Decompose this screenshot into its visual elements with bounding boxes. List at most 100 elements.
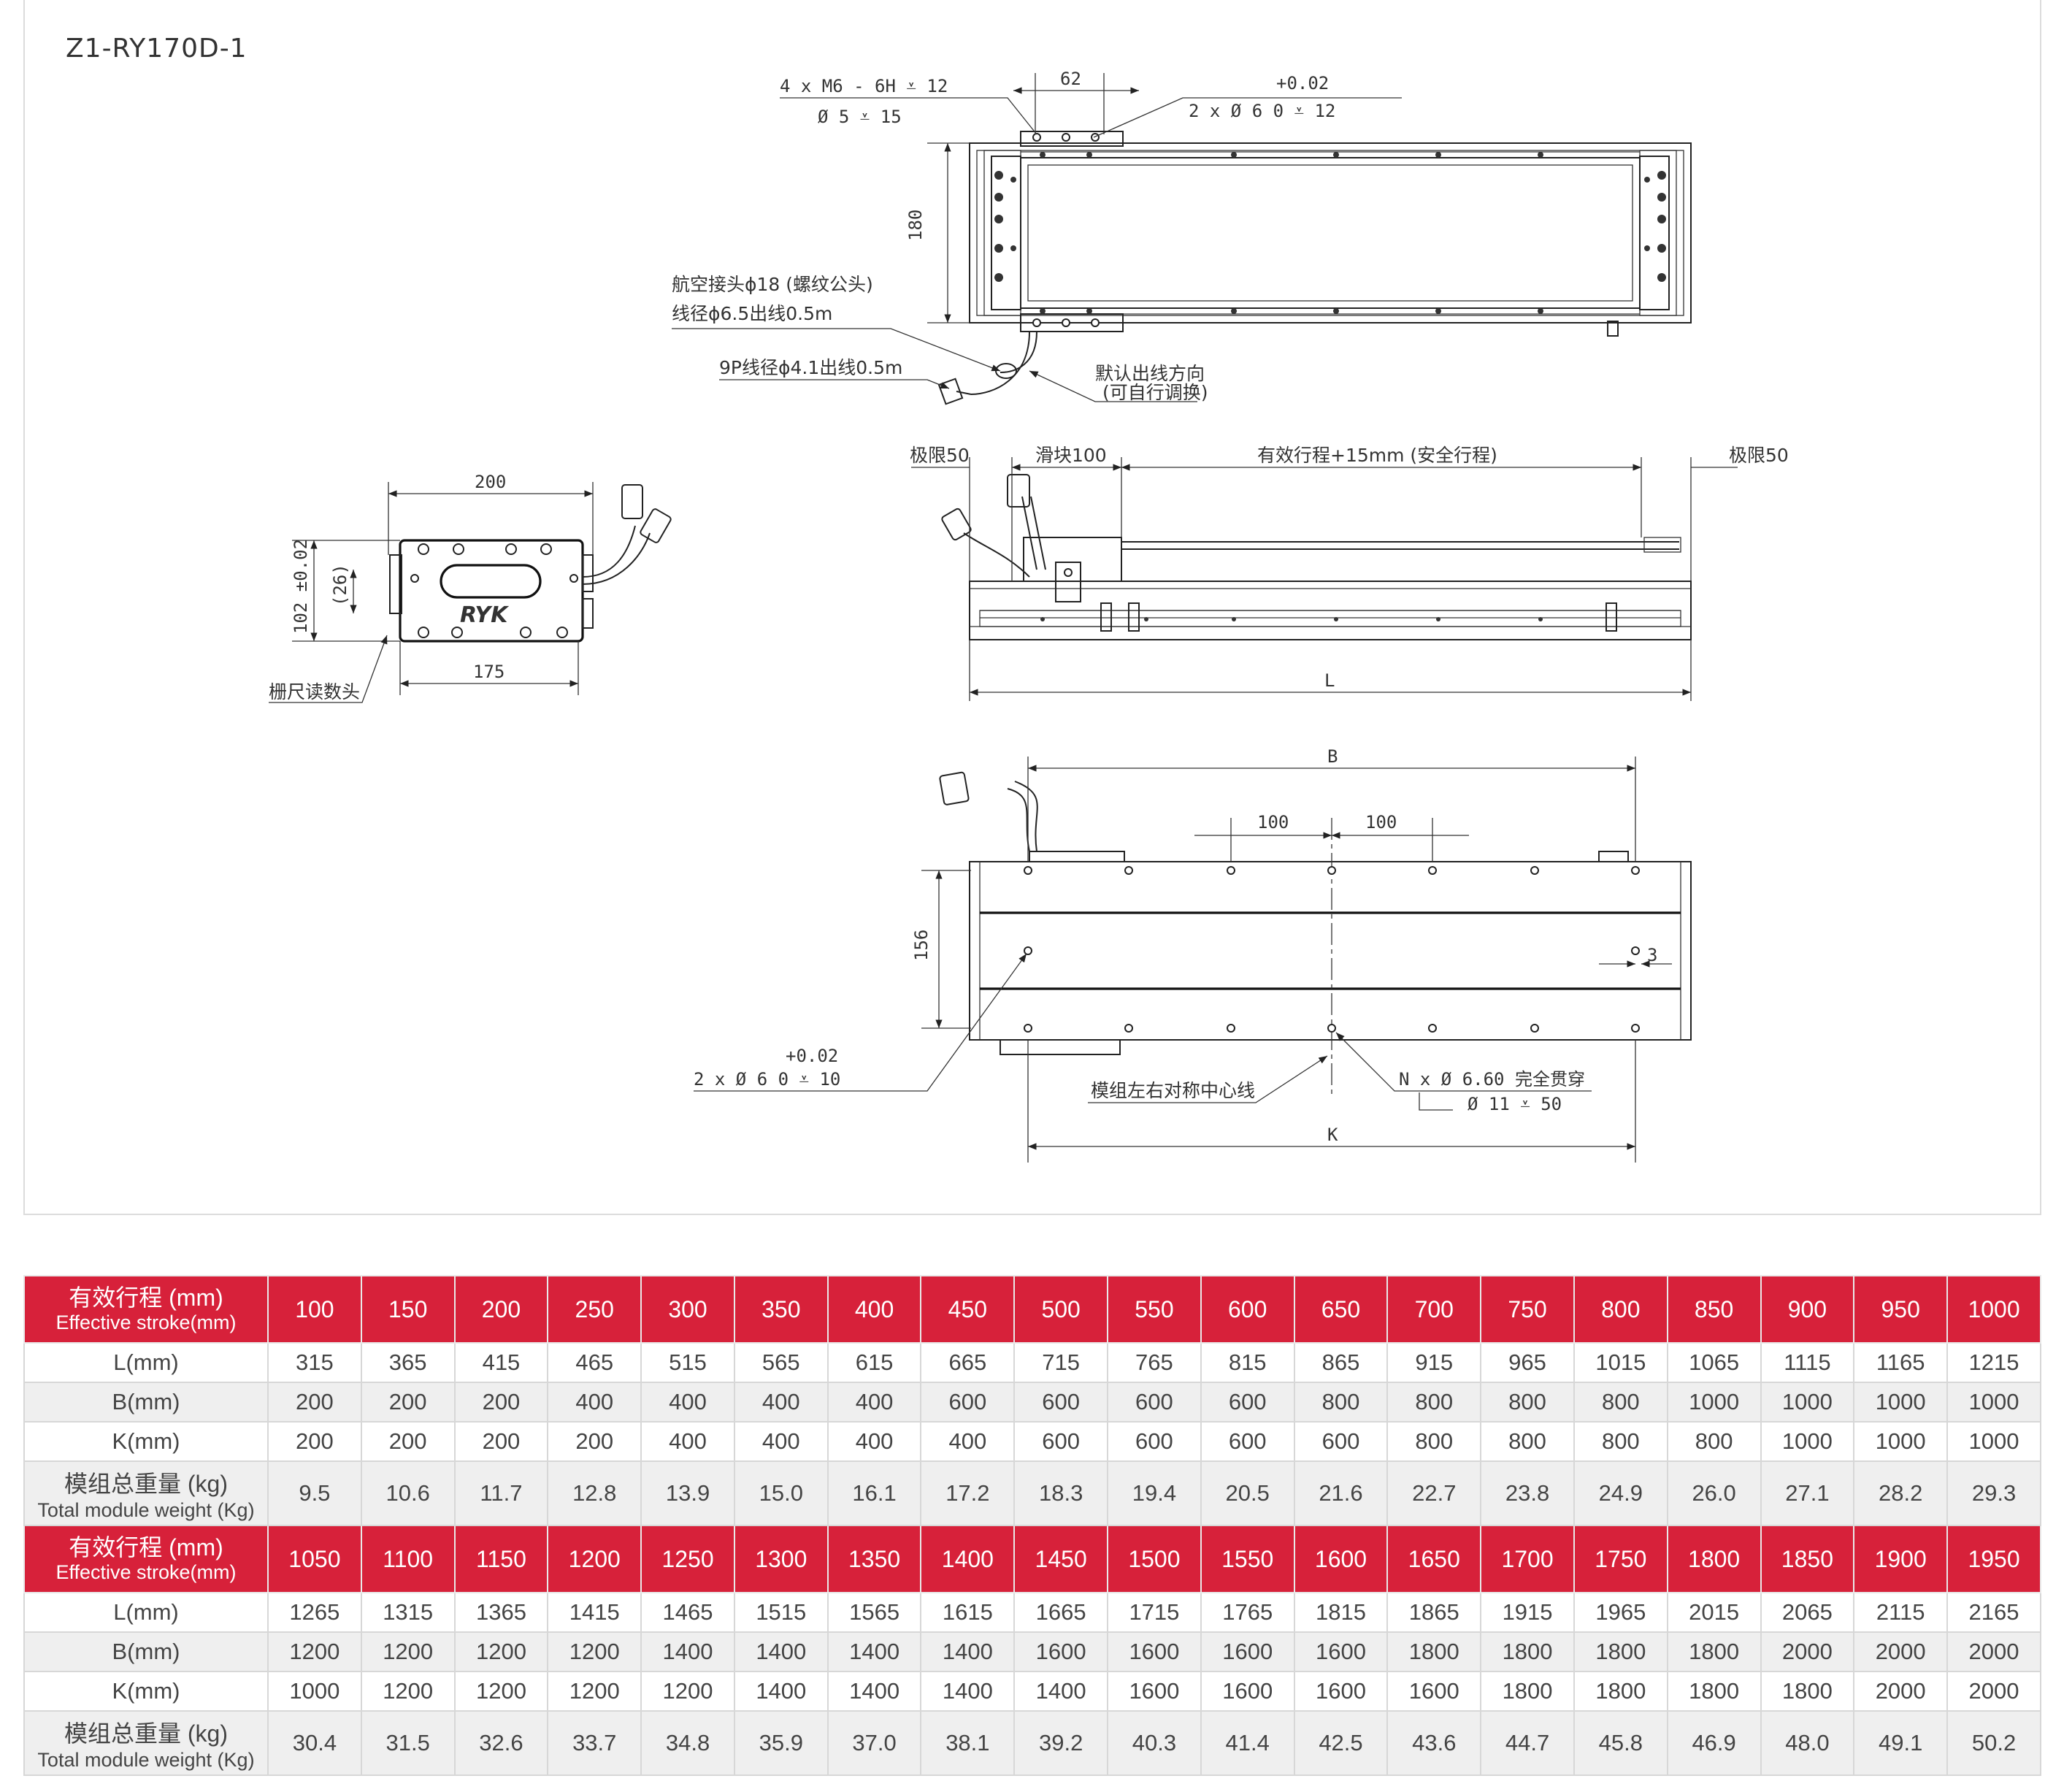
dim-100-right: 100: [1365, 812, 1397, 832]
table-cell: 1350: [826, 1525, 922, 1593]
table-cell: 37.0: [826, 1710, 922, 1776]
table-cell: 565: [733, 1342, 829, 1383]
b-row-label: B(mm): [23, 1631, 269, 1672]
table-cell: 16.1: [826, 1460, 922, 1526]
table-cell: 1815: [1293, 1592, 1389, 1633]
table-cell: 200: [453, 1382, 549, 1423]
table-cell: 350: [733, 1275, 829, 1344]
table-cell: 11.7: [453, 1460, 549, 1526]
table-cell: 600: [1200, 1275, 1295, 1344]
l-row-label: L(mm): [23, 1342, 269, 1383]
table-cell: 1000: [1946, 1275, 2041, 1344]
table-cell: 400: [920, 1421, 1016, 1462]
table-cell: 2015: [1666, 1592, 1762, 1633]
table-cell: 26.0: [1666, 1460, 1762, 1526]
table-cell: 700: [1386, 1275, 1482, 1344]
table-cell: 150: [360, 1275, 456, 1344]
table-cell: 13.9: [640, 1460, 735, 1526]
stroke-label-cn: 有效行程 (mm): [69, 1534, 223, 1561]
dim-200: 200: [475, 472, 506, 492]
table-cell: 1400: [920, 1631, 1016, 1672]
table-cell: 2000: [1853, 1671, 1949, 1712]
table-cell: 1400: [733, 1631, 829, 1672]
table-cell: 1000: [1666, 1382, 1762, 1423]
table-cell: 400: [826, 1275, 922, 1344]
hole-note-2: 2 x Ø 6 0 ⩡ 12: [1189, 101, 1335, 121]
table-cell: 1400: [826, 1671, 922, 1712]
end-view: RYK 200 102 ±0.02 (26) 175 栅尺读数头: [269, 472, 672, 703]
table-cell: 1315: [360, 1592, 456, 1633]
table-cell: 23.8: [1480, 1460, 1575, 1526]
table-cell: 1200: [547, 1631, 642, 1672]
table-cell: 32.6: [453, 1710, 549, 1776]
table-cell: 20.5: [1200, 1460, 1295, 1526]
stroke-note: 有效行程+15mm (安全行程): [1257, 445, 1497, 466]
table-cell: 33.7: [547, 1710, 642, 1776]
dim-100-left: 100: [1257, 812, 1289, 832]
table-cell: 400: [640, 1421, 735, 1462]
cable-9p-note: 9P线径ϕ4.1出线0.5m: [719, 357, 902, 378]
table-cell: 1400: [640, 1631, 735, 1672]
table-cell: 1600: [1107, 1671, 1202, 1712]
table-cell: 365: [360, 1342, 456, 1383]
table-cell: 1900: [1853, 1525, 1949, 1593]
table-cell: 1000: [267, 1671, 362, 1712]
stroke-row-label: 有效行程 (mm)Effective stroke(mm): [23, 1275, 269, 1344]
table-cell: 1000: [1946, 1421, 2041, 1462]
table-cell: 200: [547, 1421, 642, 1462]
table-cell: 17.2: [920, 1460, 1016, 1526]
table-cell: 1565: [826, 1592, 922, 1633]
table-cell: 915: [1386, 1342, 1482, 1383]
table-cell: 38.1: [920, 1710, 1016, 1776]
table-cell: 1400: [1013, 1671, 1109, 1712]
thru-note-1: N x Ø 6.60 完全贯穿: [1399, 1069, 1585, 1090]
table-cell: 800: [1480, 1421, 1575, 1462]
table-cell: 715: [1013, 1342, 1109, 1383]
table-cell: 2000: [1946, 1671, 2041, 1712]
table-cell: 1500: [1107, 1525, 1202, 1593]
table-cell: 30.4: [267, 1710, 362, 1776]
table-cell: 1365: [453, 1592, 549, 1633]
table-cell: 200: [360, 1421, 456, 1462]
slider-label: 滑块100: [1035, 445, 1107, 466]
table-cell: 800: [1386, 1421, 1482, 1462]
table-cell: 1850: [1760, 1525, 1855, 1593]
table-cell: 800: [1386, 1382, 1482, 1423]
table-cell: 1200: [360, 1671, 456, 1712]
table-cell: 1250: [640, 1525, 735, 1593]
table-cell: 1400: [826, 1631, 922, 1672]
model-code: Z1-RY170D-1: [66, 34, 248, 64]
k-row-label: K(mm): [23, 1671, 269, 1712]
table-cell: 965: [1480, 1342, 1575, 1383]
table-cell: 1100: [360, 1525, 456, 1593]
table-cell: 200: [453, 1421, 549, 1462]
table-cell: 600: [1200, 1382, 1295, 1423]
table-cell: 415: [453, 1342, 549, 1383]
drawing-frame: [23, 0, 2041, 1215]
table-cell: 400: [826, 1382, 922, 1423]
hole-note-1b: Ø 5 ⩡ 15: [818, 107, 902, 127]
table-cell: 600: [1013, 1421, 1109, 1462]
table-cell: 400: [547, 1382, 642, 1423]
table-cell: 450: [920, 1275, 1016, 1344]
table-cell: 1200: [640, 1671, 735, 1712]
table-cell: 1715: [1107, 1592, 1202, 1633]
table-cell: 1000: [1760, 1382, 1855, 1423]
dim-180: 180: [905, 210, 926, 241]
table-cell: 1765: [1200, 1592, 1295, 1633]
table-cell: 615: [826, 1342, 922, 1383]
table-cell: 600: [920, 1382, 1016, 1423]
stroke-label-en: Effective stroke(mm): [55, 1311, 237, 1333]
stroke-label-en: Effective stroke(mm): [55, 1561, 237, 1583]
table-cell: 550: [1107, 1275, 1202, 1344]
technical-drawing: 62 180 4 x M6 - 6H ⩡ 12 Ø 5 ⩡ 15 +0.02 2…: [269, 69, 1789, 1163]
center-line-label: 模组左右对称中心线: [1091, 1080, 1255, 1101]
table-cell: 31.5: [360, 1710, 456, 1776]
table-cell: 400: [640, 1382, 735, 1423]
table-cell: 200: [360, 1382, 456, 1423]
